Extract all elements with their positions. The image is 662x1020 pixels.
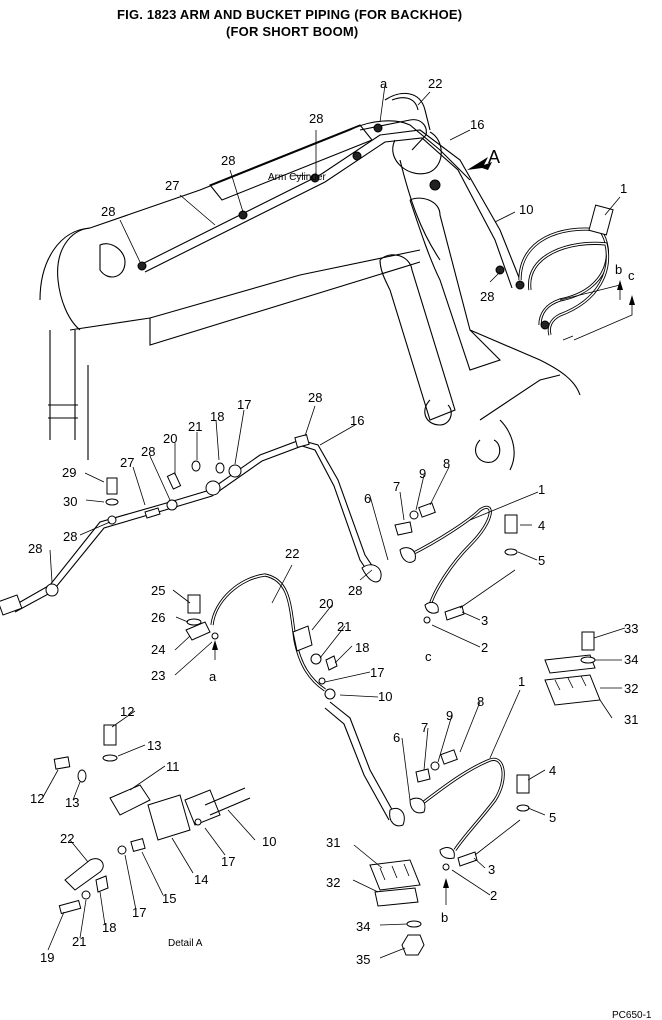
- callout-number: 22: [285, 546, 299, 561]
- callout-number: 18: [210, 409, 224, 424]
- connection-mark-b: b: [615, 262, 622, 277]
- callout-number: 3: [488, 862, 495, 877]
- callout-number: 6: [393, 730, 400, 745]
- callout-number: 31: [326, 835, 340, 850]
- callout-number: 4: [538, 518, 545, 533]
- connection-mark-a: a: [380, 76, 388, 91]
- arm-assembly-illustration: [39, 92, 635, 471]
- callout-number: 34: [624, 652, 638, 667]
- callout-leaders: [42, 84, 626, 959]
- callout-number: 14: [194, 872, 208, 887]
- detail-a-illustration: [53, 724, 251, 915]
- callout-number: 27: [120, 455, 134, 470]
- callout-number: 13: [65, 795, 79, 810]
- callout-number: 7: [393, 479, 400, 494]
- callout-number: 9: [419, 466, 426, 481]
- arm-cylinder-label: Arm Cylinder: [268, 172, 326, 183]
- connection-mark-c: c: [425, 649, 432, 664]
- callout-number: 28: [63, 529, 77, 544]
- callout-number: 35: [356, 952, 370, 967]
- callout-number: 8: [477, 694, 484, 709]
- callout-number: 28: [480, 289, 494, 304]
- callout-number: 6: [364, 491, 371, 506]
- callout-number: 3: [481, 613, 488, 628]
- callout-number: 8: [443, 456, 450, 471]
- callout-number: 9: [446, 708, 453, 723]
- callout-number: 22: [60, 831, 74, 846]
- callout-number: 13: [147, 738, 161, 753]
- callout-number: 10: [519, 202, 533, 217]
- connection-mark-b: b: [441, 910, 448, 925]
- figure-subtitle: (FOR SHORT BOOM): [226, 24, 359, 39]
- callout-number: 5: [549, 810, 556, 825]
- callout-number: 7: [421, 720, 428, 735]
- bucket-hose-mid-illustration: [394, 502, 518, 624]
- callout-number: 1: [620, 181, 627, 196]
- callout-number: 20: [163, 431, 177, 446]
- bucket-hose-lower-illustration: [369, 631, 601, 956]
- callout-number: 28: [348, 583, 362, 598]
- connection-mark-c: c: [628, 268, 635, 283]
- view-a-label: A: [488, 147, 500, 167]
- callout-number: 4: [549, 763, 556, 778]
- callout-number: 15: [162, 891, 176, 906]
- arm-pipe-line-illustration: [0, 434, 382, 616]
- callout-number: 10: [262, 834, 276, 849]
- callout-number: 24: [151, 642, 165, 657]
- callout-number: 10: [378, 689, 392, 704]
- callout-number: 21: [72, 934, 86, 949]
- callout-number: 17: [132, 905, 146, 920]
- callout-number: 5: [538, 553, 545, 568]
- callout-number: 34: [356, 919, 370, 934]
- callout-number: 32: [624, 681, 638, 696]
- drawing-number: PC650-1: [612, 1010, 652, 1020]
- detail-a-label: Detail A: [168, 938, 203, 949]
- callout-number: 1: [538, 482, 545, 497]
- callout-number: 2: [490, 888, 497, 903]
- callout-number: 19: [40, 950, 54, 965]
- callout-number: 18: [355, 640, 369, 655]
- callout-number: 27: [165, 178, 179, 193]
- callout-number: 28: [221, 153, 235, 168]
- callout-number: 28: [28, 541, 42, 556]
- callout-number: 28: [309, 111, 323, 126]
- callout-number: 17: [221, 854, 235, 869]
- callout-number: 28: [141, 444, 155, 459]
- callout-number: 20: [319, 596, 333, 611]
- figure-title: FIG. 1823 ARM AND BUCKET PIPING (FOR BAC…: [117, 7, 463, 22]
- callout-number: 28: [101, 204, 115, 219]
- callout-number: 11: [166, 759, 180, 774]
- callout-number: 26: [151, 610, 165, 625]
- callout-number: 33: [624, 621, 638, 636]
- callout-number: 12: [30, 791, 44, 806]
- callout-number: 18: [102, 920, 116, 935]
- callout-number: 16: [470, 117, 484, 132]
- connection-mark-a: a: [209, 669, 217, 684]
- callout-number: 1: [518, 674, 525, 689]
- callout-number: 25: [151, 583, 165, 598]
- callout-number: 21: [337, 619, 351, 634]
- callout-number: 22: [428, 76, 442, 91]
- callout-number: 17: [237, 397, 251, 412]
- callout-number: 28: [308, 390, 322, 405]
- callout-number: 21: [188, 419, 202, 434]
- callout-number: 17: [370, 665, 384, 680]
- callout-number: 2: [481, 640, 488, 655]
- callout-number: 31: [624, 712, 638, 727]
- callout-number: 32: [326, 875, 340, 890]
- callout-number: 23: [151, 668, 165, 683]
- callout-number: 29: [62, 465, 76, 480]
- callout-number: 30: [63, 494, 77, 509]
- hose-22-pipe-10-illustration: [185, 573, 405, 827]
- callout-number: 12: [120, 704, 134, 719]
- callout-number: 16: [350, 413, 364, 428]
